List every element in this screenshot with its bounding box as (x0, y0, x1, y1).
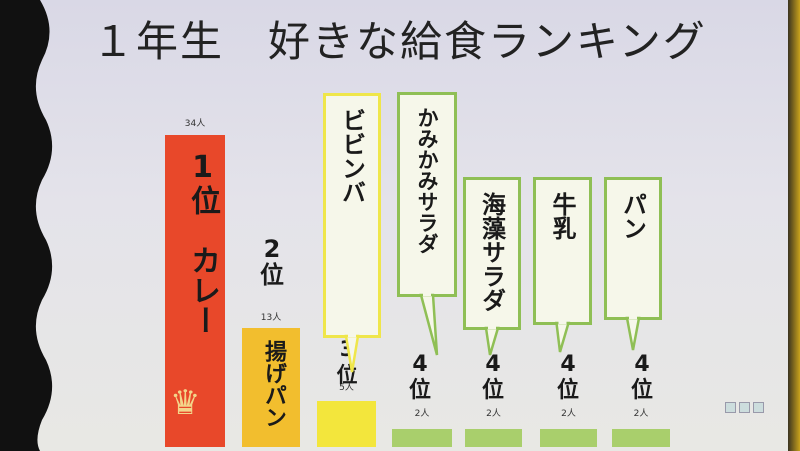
value-label-6: 2人 (633, 409, 649, 419)
rank-label-6: 4 位 (630, 352, 653, 403)
value-label-2: 5人 (339, 383, 354, 393)
callout-3: かみかみサラダ (397, 92, 457, 297)
bar-6 (612, 428, 670, 447)
bar-1 (242, 327, 300, 447)
category-label-4: 海藻サラダ (477, 192, 506, 312)
slide-title: １年生 好きな給食ランキング (92, 17, 707, 66)
wavy-left-border (0, 0, 53, 451)
callout-5: 牛乳 (533, 177, 592, 325)
value-label-1: 13人 (260, 313, 282, 323)
callout-4: 海藻サラダ (463, 177, 521, 330)
category-label-5: 牛乳 (548, 192, 576, 240)
bar-2 (317, 401, 376, 447)
category-label-1: 揚げパン (261, 340, 286, 428)
bar-5 (540, 428, 597, 447)
value-label-4: 2人 (486, 409, 501, 419)
rank-label-2: 3 位 (336, 337, 358, 387)
rank-label-5: 4 位 (556, 352, 579, 403)
value-label-5: 2人 (561, 409, 576, 419)
value-label-0: 34人 (184, 119, 206, 129)
category-label-2: ビビンバ (337, 108, 366, 204)
category-label-6: パン (618, 192, 647, 240)
slide-view-icons (725, 402, 764, 413)
slideshow-icon[interactable] (753, 402, 764, 413)
rank-label-3: 4 位 (408, 352, 431, 403)
rank-label-0: 1位 (185, 150, 220, 215)
notes-icon[interactable] (739, 402, 750, 413)
callout-2: ビビンバ (323, 93, 381, 338)
category-label-3: かみかみサラダ (415, 107, 439, 254)
rank-label-4: 4 位 (481, 352, 504, 403)
view-icon[interactable] (725, 402, 736, 413)
value-label-3: 2人 (414, 409, 430, 419)
bar-3 (392, 428, 452, 447)
right-screen-edge (788, 0, 800, 451)
callout-6: パン (604, 177, 662, 320)
bar-4 (465, 428, 522, 447)
rank-label-1: 2 位 (260, 235, 284, 289)
category-label-0: カレー (185, 245, 220, 335)
crown-icon: ♛ (170, 383, 201, 423)
bar-0 (165, 135, 225, 447)
